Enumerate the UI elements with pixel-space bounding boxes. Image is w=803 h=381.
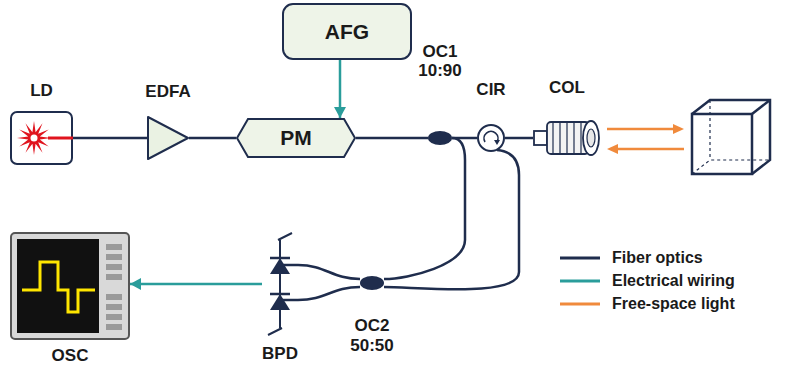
beam-line xyxy=(617,148,684,151)
fiber-connector xyxy=(384,150,519,289)
legend-text: Electrical wiring xyxy=(612,272,735,290)
oscilloscope-part xyxy=(11,233,129,339)
oscilloscope-part xyxy=(106,314,122,320)
part-label: COL xyxy=(549,78,585,98)
collimator-symbol-part xyxy=(583,121,599,155)
balanced-photodetector: BPD xyxy=(262,232,298,336)
collimator-symbol-part xyxy=(559,123,560,153)
amplifier-triangle: EDFA xyxy=(147,116,189,160)
legend-text: Free-space light xyxy=(612,295,735,313)
oscilloscope-part xyxy=(106,294,122,300)
generator-box: AFG xyxy=(282,3,412,60)
laser-diode: LD xyxy=(10,111,73,165)
oscilloscope-part xyxy=(106,244,122,250)
collimator-symbol-part xyxy=(534,131,547,145)
circulator-symbol-outline xyxy=(477,124,505,152)
fiber-connector xyxy=(298,265,360,279)
collimator-symbol-part xyxy=(587,129,595,147)
balanced-photodetector-part xyxy=(270,257,290,260)
part-label: LD xyxy=(30,81,53,101)
oscilloscope: OSC xyxy=(10,232,130,340)
arrowhead xyxy=(334,107,346,118)
generator-box-part xyxy=(283,4,411,59)
fiber-coupler-outline xyxy=(428,131,452,145)
collimator-symbol: COL xyxy=(533,118,601,158)
oscilloscope-part xyxy=(106,264,122,270)
fiber-connector xyxy=(73,137,147,140)
collimator-symbol-outline xyxy=(533,118,601,158)
modulator-hexagon: PM xyxy=(236,118,356,158)
part-label: CIR xyxy=(476,80,505,100)
fiber-connector xyxy=(189,137,236,140)
modulator-hexagon-part xyxy=(237,119,355,157)
beam-arrowhead xyxy=(607,144,618,154)
laser-diode-outline xyxy=(10,111,73,165)
fiber-coupler-outline xyxy=(360,276,384,290)
laser-diode-part xyxy=(48,137,73,140)
oscilloscope-part xyxy=(106,324,122,330)
box-label: PM xyxy=(280,126,312,150)
balanced-photodetector-part xyxy=(280,299,298,302)
balanced-photodetector-part xyxy=(270,293,290,296)
fiber-connector xyxy=(356,137,428,140)
fiber-connector xyxy=(505,137,533,140)
cube-edge xyxy=(752,100,770,114)
part-label: OC1 10:90 xyxy=(411,42,469,81)
beam-line xyxy=(607,128,674,131)
legend-lines xyxy=(560,258,600,304)
oscilloscope-part xyxy=(22,262,95,312)
fiber-coupler: OC2 50:50 xyxy=(360,276,384,290)
free-space-beams xyxy=(607,124,684,154)
amplifier-triangle-outline xyxy=(147,116,189,160)
legend-fiber-line xyxy=(560,257,600,260)
cube-hidden-edges xyxy=(692,160,770,174)
cube-top-side xyxy=(692,100,770,174)
legend-beam-line xyxy=(560,303,600,306)
balanced-photodetector-part xyxy=(279,240,281,328)
circulator-symbol-part xyxy=(478,125,504,151)
collimator-symbol-part xyxy=(573,123,574,153)
part-label: OC2 50:50 xyxy=(343,316,401,355)
balanced-photodetector-outline xyxy=(262,232,298,336)
fiber-connector xyxy=(384,138,465,279)
oscilloscope-part xyxy=(106,254,122,260)
fiber-coupler-part xyxy=(428,131,452,145)
target-cube xyxy=(692,100,770,174)
balanced-photodetector-part xyxy=(280,264,298,267)
beam-arrowhead xyxy=(673,124,684,134)
oscilloscope-outline xyxy=(10,232,130,340)
fiber-connector xyxy=(298,287,360,300)
laser-diode-part xyxy=(11,112,72,164)
circulator-symbol: CIR xyxy=(477,124,505,152)
part-label: BPD xyxy=(262,344,298,364)
laser-diode-part xyxy=(17,121,51,155)
circulator-symbol-part xyxy=(494,140,500,145)
fiber-coupler: OC1 10:90 xyxy=(428,131,452,145)
balanced-photodetector-part xyxy=(268,328,282,335)
collimator-symbol-part xyxy=(580,123,581,153)
oscilloscope-part xyxy=(106,274,122,280)
arrowhead xyxy=(130,278,141,290)
legend-wire-line xyxy=(560,280,600,283)
box-label: AFG xyxy=(325,20,369,44)
oscilloscope-part xyxy=(17,239,99,333)
oscilloscope-part xyxy=(106,304,122,310)
balanced-photodetector-part xyxy=(270,294,290,310)
part-label: EDFA xyxy=(145,82,190,102)
laser-diode-part xyxy=(31,135,38,142)
electrical-wire xyxy=(130,283,262,286)
balanced-photodetector-part xyxy=(278,233,292,240)
cube-front xyxy=(692,114,752,174)
cube-hidden-edge xyxy=(709,100,710,160)
collimator-symbol-part xyxy=(566,123,567,153)
fiber-coupler-part xyxy=(360,276,384,290)
amplifier-triangle-part xyxy=(148,117,188,159)
legend-text: Fiber optics xyxy=(612,249,703,267)
part-label: OSC xyxy=(52,346,89,366)
collimator-symbol-part xyxy=(552,123,553,153)
